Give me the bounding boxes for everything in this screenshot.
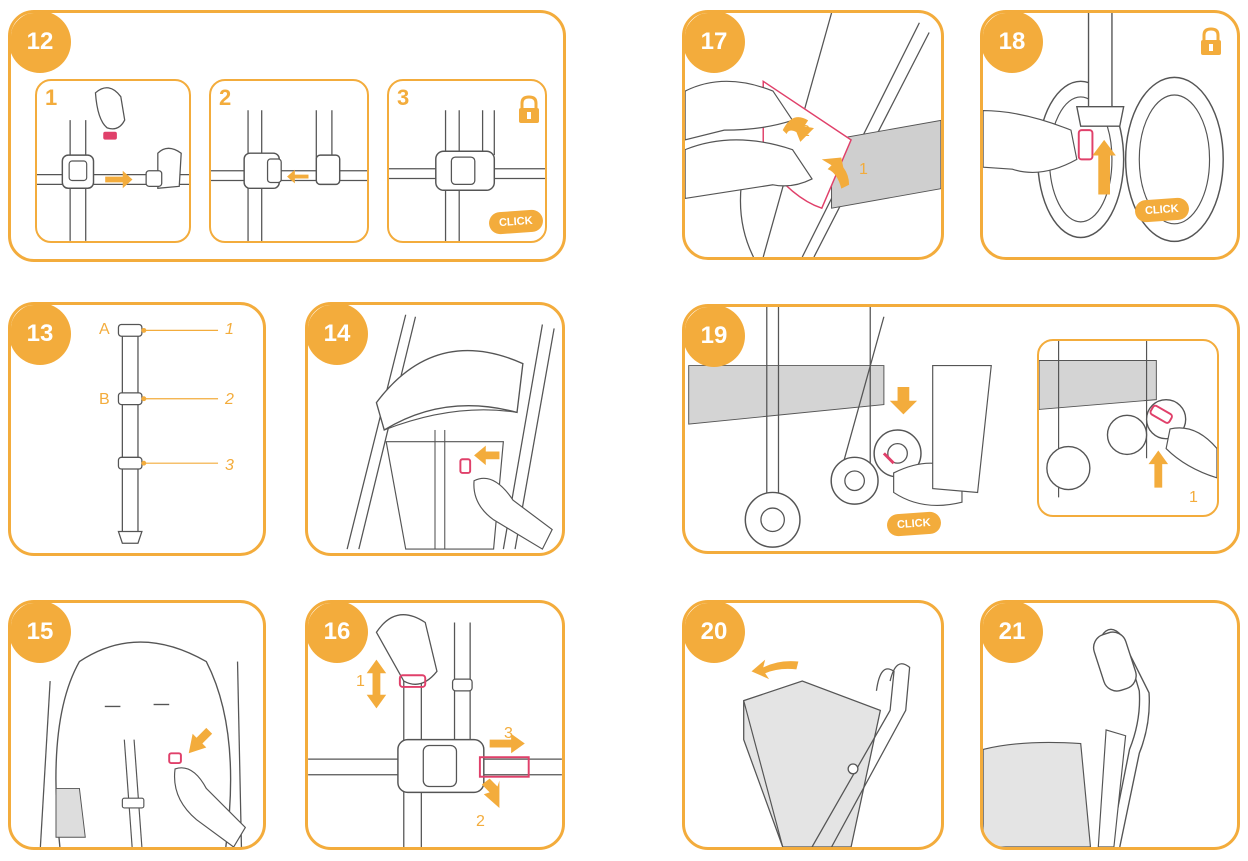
step-12-sub-3-number: 3 xyxy=(397,85,410,110)
buckle-locked-illustration xyxy=(389,110,545,241)
canopy-attach-illustration xyxy=(685,13,941,257)
step-14-panel: 14 xyxy=(305,302,565,556)
slot-letter-a: A xyxy=(99,321,110,338)
step-12-sub-1: 1 xyxy=(35,79,191,243)
step-18-badge: 18 xyxy=(983,13,1043,73)
step-14-badge: 14 xyxy=(308,305,368,365)
click-badge: CLICK xyxy=(488,209,544,235)
slot-position-3: 3 xyxy=(225,457,234,474)
strap-slots-illustration xyxy=(117,323,219,544)
step-13-badge: 13 xyxy=(11,305,71,365)
slot-position-1: 1 xyxy=(225,321,234,338)
step-17-badge: 17 xyxy=(685,13,745,73)
arrow-label-2: 2 xyxy=(476,813,485,830)
step-13-panel: 13 A B 1 2 3 xyxy=(8,302,266,556)
step-12-panel: 12 1 2 xyxy=(8,10,566,262)
arrow-label-2: 2 xyxy=(801,123,810,140)
arrow-label-1: 1 xyxy=(356,673,365,690)
step-12-sub-1-number: 1 xyxy=(45,85,58,110)
step-15-badge: 15 xyxy=(11,603,71,663)
click-badge: CLICK xyxy=(1134,197,1190,223)
slot-letter-b: B xyxy=(99,391,110,408)
step-20-badge: 20 xyxy=(685,603,745,663)
buckle-separate-illustration xyxy=(37,87,189,241)
brake-inset-illustration xyxy=(1039,341,1217,498)
step-20-panel: 20 xyxy=(682,600,944,850)
step-21-badge: 21 xyxy=(983,603,1043,663)
canopy-fold-illustration xyxy=(743,659,911,847)
step-21-panel: 21 xyxy=(980,600,1240,850)
step-15-panel: 15 xyxy=(8,600,266,850)
arrow-label-1: 1 xyxy=(1189,489,1198,506)
step-12-sub-2-number: 2 xyxy=(219,85,232,110)
padlock-icon xyxy=(1201,27,1221,55)
step-18-panel: 18 CLICK xyxy=(980,10,1240,260)
step-19-inset: 1 xyxy=(1037,339,1219,517)
step-16-panel: 16 1 3 2 xyxy=(305,600,565,850)
brake-release-illustration xyxy=(688,307,992,548)
step-12-badge: 12 xyxy=(11,13,71,73)
arrow-label-3: 3 xyxy=(504,725,513,742)
buckle-insert-illustration xyxy=(211,110,367,241)
click-badge: CLICK xyxy=(886,511,942,537)
seat-top-view-illustration xyxy=(39,641,247,847)
harness-adjust-illustration xyxy=(308,614,562,847)
step-12-sub-3: 3 CLICK xyxy=(387,79,547,243)
padlock-icon xyxy=(519,95,539,123)
step-19-badge: 19 xyxy=(685,307,745,367)
step-19-panel: 19 CLICK 1 xyxy=(682,304,1240,554)
slot-position-2: 2 xyxy=(225,391,234,408)
step-16-badge: 16 xyxy=(308,603,368,663)
wheel-lock-illustration xyxy=(983,13,1224,243)
arrow-label-1: 1 xyxy=(859,161,868,178)
seat-strap-illustration xyxy=(346,314,555,550)
step-12-sub-2: 2 xyxy=(209,79,369,243)
step-17-panel: 17 2 1 xyxy=(682,10,944,260)
folded-handle-illustration xyxy=(983,628,1150,847)
